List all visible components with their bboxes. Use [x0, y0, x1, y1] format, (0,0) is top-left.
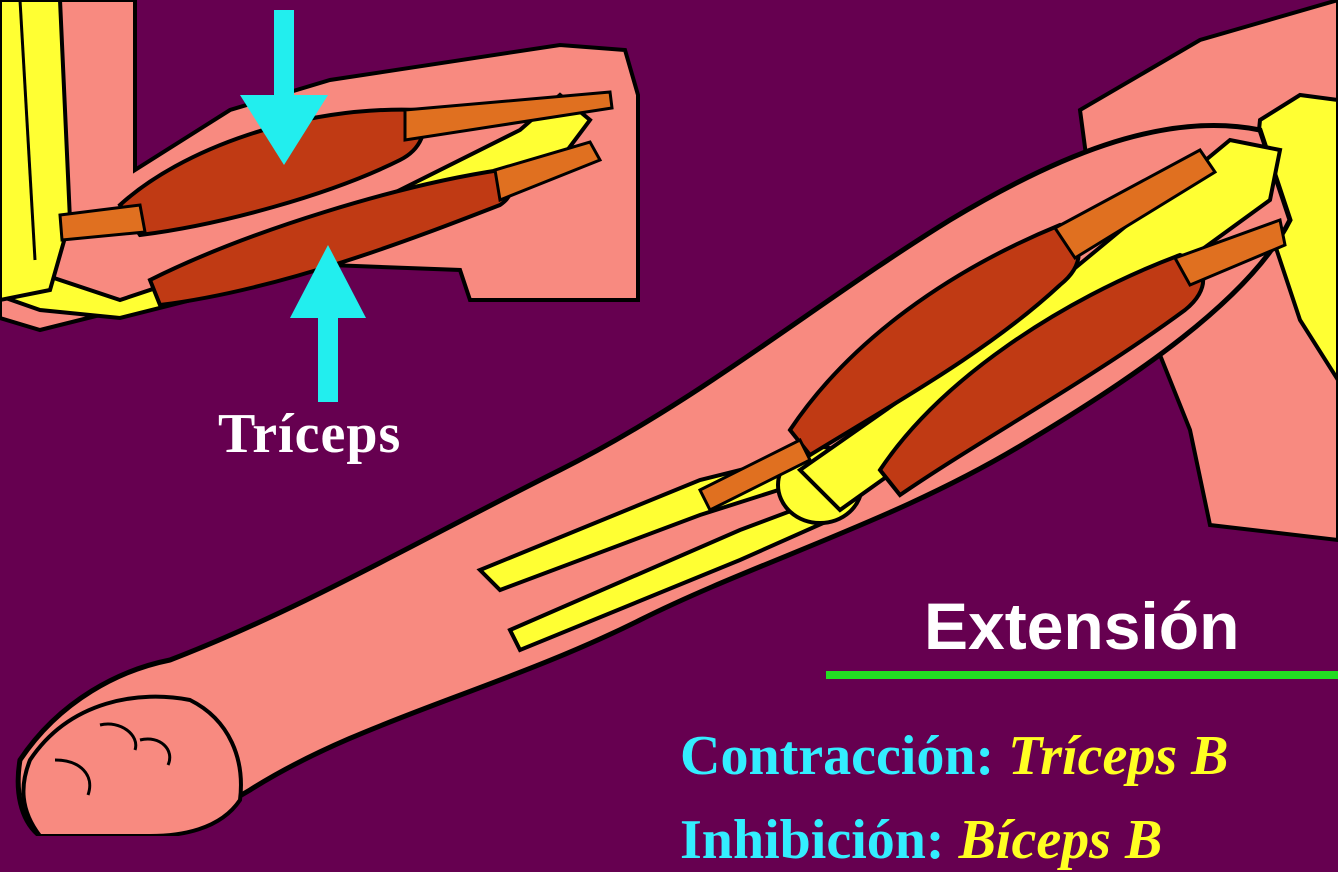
- contraction-key: Contracción:: [680, 725, 994, 787]
- inhibition-line: Inhibición: Bíceps B: [680, 808, 1162, 872]
- triceps-label: Tríceps: [218, 402, 401, 466]
- arm-extension-illustration: [0, 0, 1338, 836]
- extension-title: Extensión: [924, 588, 1239, 664]
- contraction-line: Contracción: Tríceps B: [680, 724, 1229, 788]
- contraction-value: Tríceps B: [1008, 725, 1228, 787]
- title-underline: [826, 671, 1338, 679]
- inhibition-value: Bíceps B: [959, 809, 1163, 871]
- inhibition-key: Inhibición:: [680, 809, 945, 871]
